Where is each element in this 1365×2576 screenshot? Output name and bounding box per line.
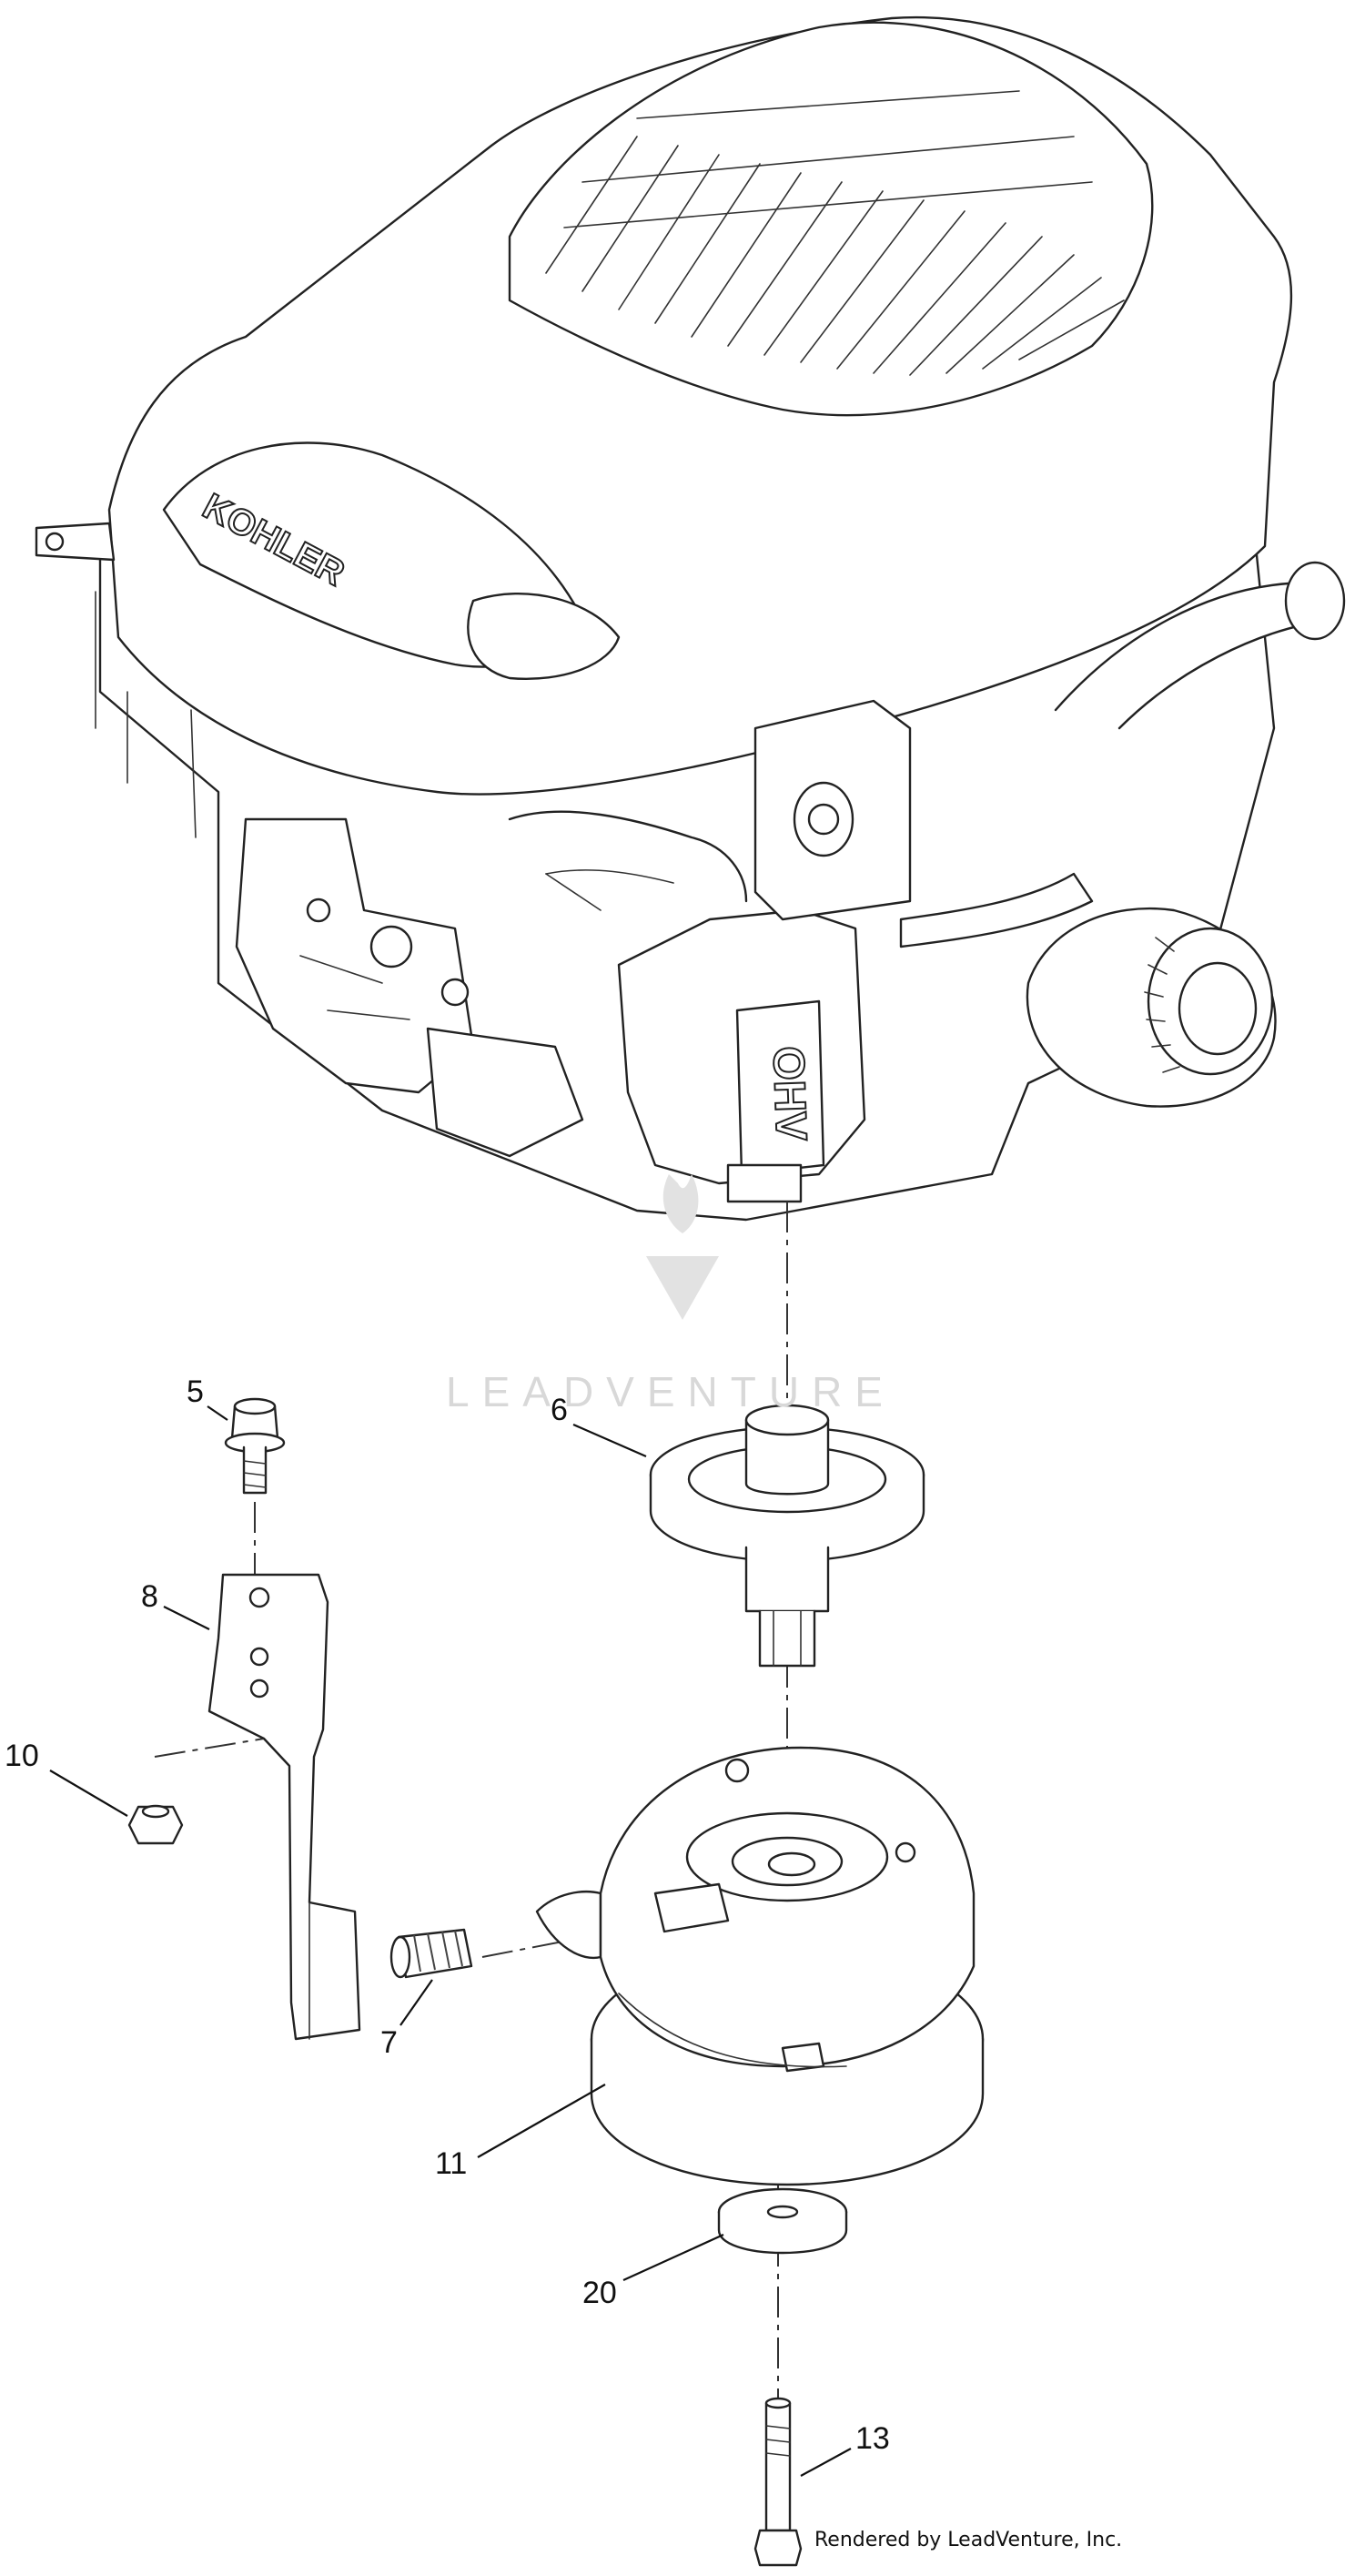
callout-label-5: 5 — [187, 1374, 204, 1409]
callout-20: 20 — [582, 2233, 724, 2310]
part-11-clutch — [535, 1746, 985, 2186]
part-13-bolt — [753, 2397, 803, 2567]
callout-label-6: 6 — [551, 1393, 568, 1427]
ohv-badge-text: OHV — [763, 1046, 815, 1142]
callout-13: 13 — [800, 2421, 890, 2477]
callout-label-10: 10 — [5, 1739, 39, 1773]
callout-11: 11 — [435, 2084, 606, 2181]
part-8-bracket — [207, 1573, 361, 2041]
callout-7: 7 — [380, 1979, 433, 2060]
engine-assembly: KOHLER OHV — [35, 15, 1346, 1222]
part-20-washer — [717, 2187, 848, 2255]
intake-fins — [545, 90, 1125, 376]
callout-label-8: 8 — [141, 1579, 158, 1614]
part-6-pulley — [649, 1404, 925, 1668]
callout-8: 8 — [141, 1579, 210, 1630]
callout-label-11: 11 — [435, 2146, 467, 2181]
part-10-nut — [127, 1804, 184, 1845]
callout-5: 5 — [187, 1374, 228, 1421]
callout-label-7: 7 — [380, 2025, 398, 2060]
filter-ribs — [1144, 937, 1180, 1073]
callout-10: 10 — [5, 1739, 128, 1817]
part-5-bolt — [224, 1397, 286, 1495]
callout-label-20: 20 — [582, 2276, 617, 2310]
callout-label-13: 13 — [855, 2421, 890, 2456]
leadventure-watermark: LEADVENTURE — [446, 1174, 895, 1415]
part-7-spacer — [389, 1928, 473, 1979]
watermark-text: LEADVENTURE — [446, 1368, 895, 1415]
callout-6: 6 — [551, 1393, 647, 1458]
rendered-by-footer: Rendered by LeadVenture, Inc. — [814, 2529, 1123, 2551]
